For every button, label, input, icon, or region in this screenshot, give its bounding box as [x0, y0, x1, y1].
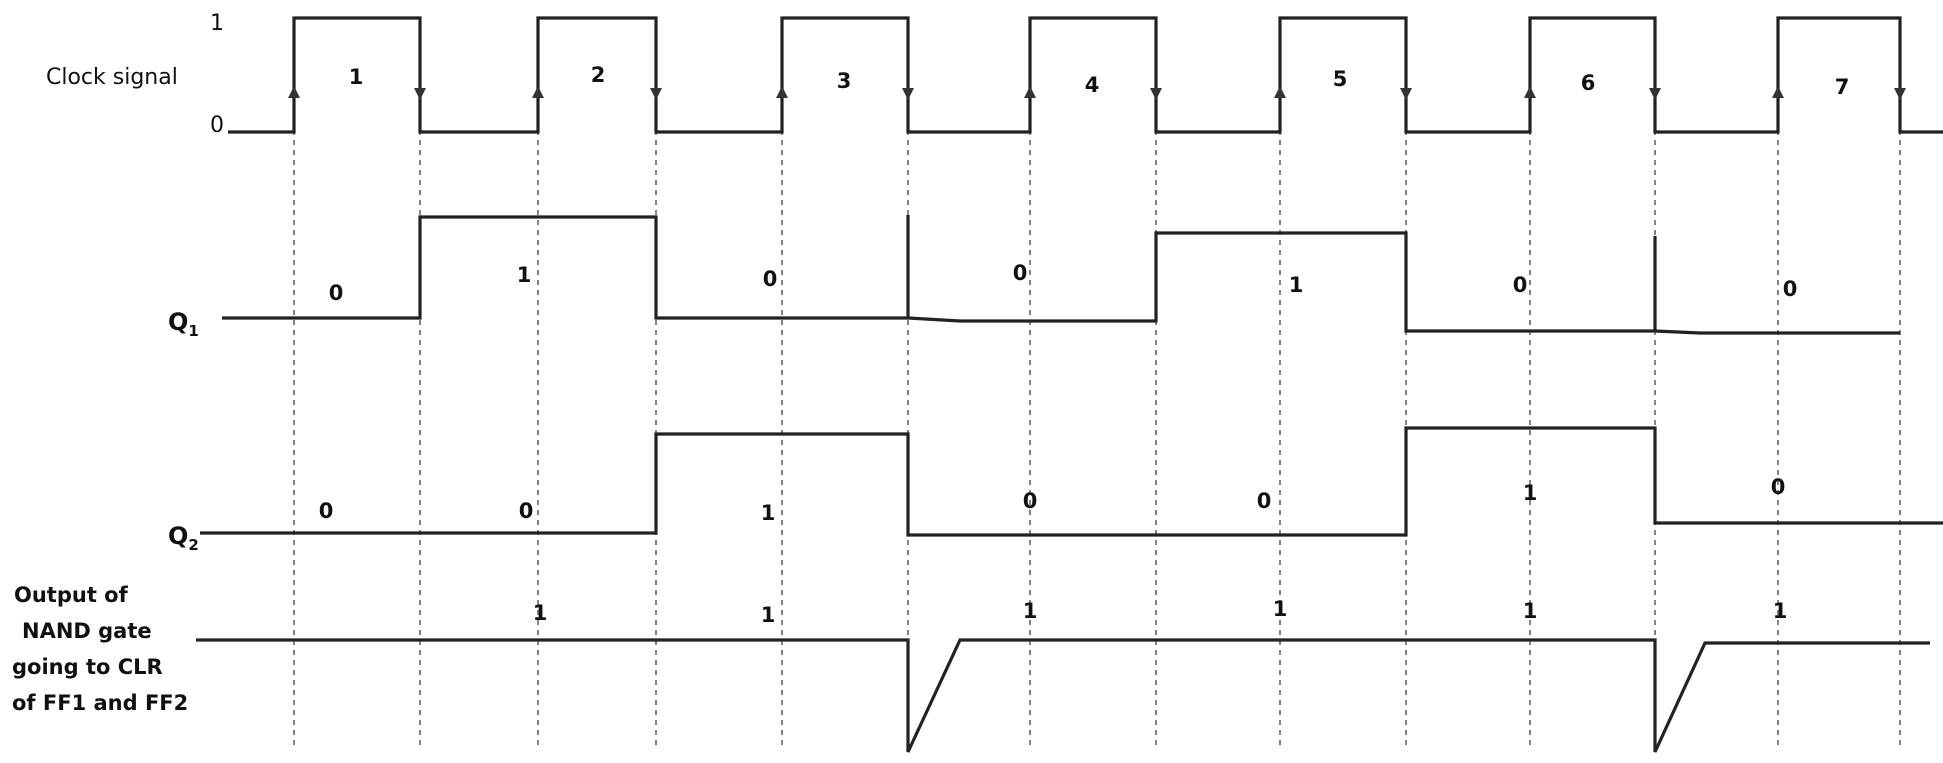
- nand-value: 1: [761, 603, 776, 627]
- falling-edge-arrow: [1649, 88, 1661, 100]
- falling-edge-arrow: [1150, 88, 1162, 100]
- q2-label: Q2: [168, 522, 199, 554]
- q1-values: 0 1 0 0 1 0 0: [329, 261, 1798, 305]
- nand-value: 1: [1273, 597, 1288, 621]
- nand-value: 1: [1023, 599, 1038, 623]
- q1-value: 0: [763, 267, 778, 291]
- q2-value: 0: [1771, 475, 1786, 499]
- falling-edge-arrow: [902, 88, 914, 100]
- q1-value: 1: [1289, 273, 1304, 297]
- nand-label-line: NAND gate: [22, 619, 152, 643]
- rising-edge-arrow: [1524, 86, 1536, 98]
- nand-value: 1: [1773, 599, 1788, 623]
- rising-edge-arrow: [1024, 86, 1036, 98]
- q1-waveform: [222, 215, 1900, 335]
- q2-label-subscript: 2: [188, 536, 198, 554]
- q2-label-main: Q: [168, 522, 188, 550]
- clock-pulse-number: 1: [349, 65, 364, 89]
- nand-value: 1: [533, 601, 548, 625]
- clock-pulse-number: 2: [591, 63, 606, 87]
- clock-pulse-number: 4: [1085, 73, 1100, 97]
- q1-value: 0: [329, 281, 344, 305]
- q1-value: 0: [1513, 273, 1528, 297]
- clock-waveform: [228, 16, 1943, 134]
- q2-value: 0: [1257, 489, 1272, 513]
- clock-low-level-label: 0: [210, 113, 224, 138]
- nand-label-line: Output of: [14, 583, 129, 607]
- q2-value: 1: [1523, 481, 1538, 505]
- q2-value: 0: [319, 499, 334, 523]
- q1-label: Q1: [168, 308, 199, 340]
- q2-value: 0: [1023, 489, 1038, 513]
- rising-edge-arrow: [532, 86, 544, 98]
- q1-label-subscript: 1: [188, 322, 198, 340]
- q1-value: 0: [1783, 277, 1798, 301]
- q1-value: 0: [1013, 261, 1028, 285]
- rising-edge-arrow: [1772, 86, 1784, 98]
- clock-pulse-number: 6: [1581, 71, 1596, 95]
- falling-edge-arrow: [1400, 88, 1412, 100]
- clock-signal-label: Clock signal: [46, 65, 178, 90]
- falling-edge-arrow: [414, 88, 426, 100]
- q2-value: 1: [761, 501, 776, 525]
- rising-edge-arrow: [1274, 86, 1286, 98]
- q2-values: 0 0 1 0 0 1 0: [319, 475, 1786, 525]
- falling-edge-arrow: [1894, 88, 1906, 100]
- clock-pulse-numbers: 1 2 3 4 5 6 7: [349, 63, 1850, 99]
- q1-value: 1: [517, 263, 532, 287]
- clock-pulse-number: 7: [1835, 75, 1850, 99]
- nand-values: 1 1 1 1 1 1: [533, 597, 1788, 627]
- edge-arrows: [288, 86, 1906, 100]
- nand-value: 1: [1523, 599, 1538, 623]
- clock-pulse-number: 5: [1333, 67, 1348, 91]
- q1-label-main: Q: [168, 308, 188, 336]
- clock-pulse-number: 3: [837, 69, 852, 93]
- falling-edge-arrow: [650, 88, 662, 100]
- clock-high-level-label: 1: [210, 11, 224, 36]
- nand-label-line: of FF1 and FF2: [12, 691, 188, 715]
- nand-output-waveform: [196, 638, 1930, 753]
- rising-edge-arrow: [776, 86, 788, 98]
- nand-label-line: going to CLR: [12, 655, 163, 679]
- nand-output-label: Output of NAND gate going to CLR of FF1 …: [12, 583, 188, 715]
- q2-value: 0: [519, 499, 534, 523]
- edge-guides: [293, 60, 1901, 745]
- rising-edge-arrow: [288, 86, 300, 98]
- q2-waveform: [200, 426, 1943, 537]
